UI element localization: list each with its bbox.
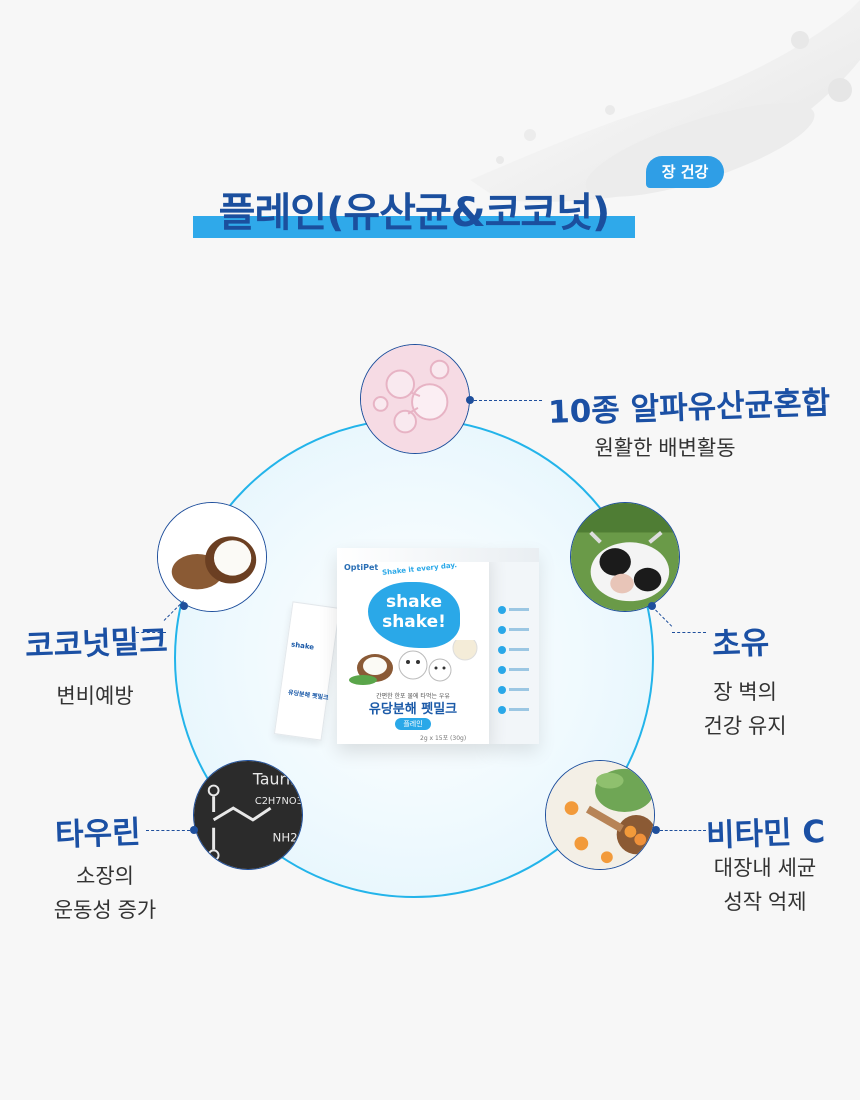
product-box-side (489, 548, 539, 744)
probiotics-desc: 원활한 배변활동 (560, 432, 770, 466)
colostrum-connector-line (672, 632, 706, 633)
vitamin-c-connector-line (660, 830, 706, 831)
product-brand: OptiPet (344, 563, 379, 572)
vitamin-c-desc-line2: 성작 억제 (723, 891, 807, 914)
taurine-image: Taurine C2H7NO3S NH2 (193, 760, 303, 870)
taurine-formula-icon: Taurine C2H7NO3S NH2 (194, 761, 302, 869)
vitamin-c-connector-dot (652, 826, 660, 834)
coconut-connector-dot (180, 602, 188, 610)
taurine-label: 타우린 (54, 814, 142, 854)
coconut-icon (158, 503, 266, 611)
product-flavor: 플레인 (395, 718, 431, 730)
cow-icon (571, 503, 679, 611)
colostrum-connector-diag (651, 606, 673, 627)
taurine-connector-dot (190, 826, 198, 834)
product-subtitle: 간편한 한포 물에 타먹는 우유 (376, 693, 450, 700)
probiotics-desc-line1: 원활한 배변활동 (594, 437, 736, 460)
product-name: 유당분해 펫밀크 (368, 702, 458, 717)
product-illustration (349, 640, 478, 685)
probiotics-connector-line (474, 400, 542, 401)
taurine-connector-line (146, 830, 190, 831)
coconut-connector-line (136, 632, 166, 633)
colostrum-desc-line2: 건강 유지 (703, 715, 787, 738)
box-side-icons (498, 606, 529, 714)
product-box-top (337, 548, 539, 562)
coconut-desc: 변비예방 (20, 680, 170, 714)
page-title: 플레인(유산균&코코넛) (218, 190, 611, 236)
shake-logo-line1: shake (385, 592, 443, 612)
vitamin-c-desc: 대장내 세균 성작 억제 (690, 852, 840, 920)
taurine-desc-line2: 운동성 증가 (53, 899, 157, 922)
shake-logo-line2: shake! (382, 612, 446, 632)
coconut-desc-line1: 변비예방 (56, 685, 134, 708)
probiotics-connector-dot (466, 396, 474, 404)
vitamin-c-image (545, 760, 655, 870)
taurine-formula-molecular: C2H7NO3S (255, 796, 302, 807)
vitamin-c-label: 비타민 C (705, 813, 826, 855)
health-badge: 장 건강 (646, 156, 724, 188)
title-highlight (193, 216, 635, 238)
shake-logo: shake shake! (368, 582, 460, 648)
product-weight: 2g x 15포 (30g) (420, 735, 467, 742)
fruits-icon (546, 761, 654, 869)
milk-splash-decoration (470, 0, 860, 202)
colostrum-desc-line1: 장 벽의 (713, 681, 777, 704)
taurine-desc: 소장의 운동성 증가 (30, 860, 180, 928)
probiotics-image (360, 344, 470, 454)
vitamin-c-desc-line1: 대장내 세균 (713, 857, 817, 880)
colostrum-label: 초유 (711, 625, 770, 663)
probiotics-label: 10종 알파유산균혼합 (547, 385, 831, 431)
probiotics-bubbles-icon (361, 345, 469, 453)
colostrum-desc: 장 벽의 건강 유지 (680, 676, 810, 744)
colostrum-image (570, 502, 680, 612)
taurine-formula-amine: NH2 (273, 831, 298, 845)
taurine-desc-line1: 소장의 (76, 865, 134, 888)
coconut-image (157, 502, 267, 612)
coconut-label: 코코넛밀크 (24, 623, 169, 665)
colostrum-connector-dot (648, 602, 656, 610)
